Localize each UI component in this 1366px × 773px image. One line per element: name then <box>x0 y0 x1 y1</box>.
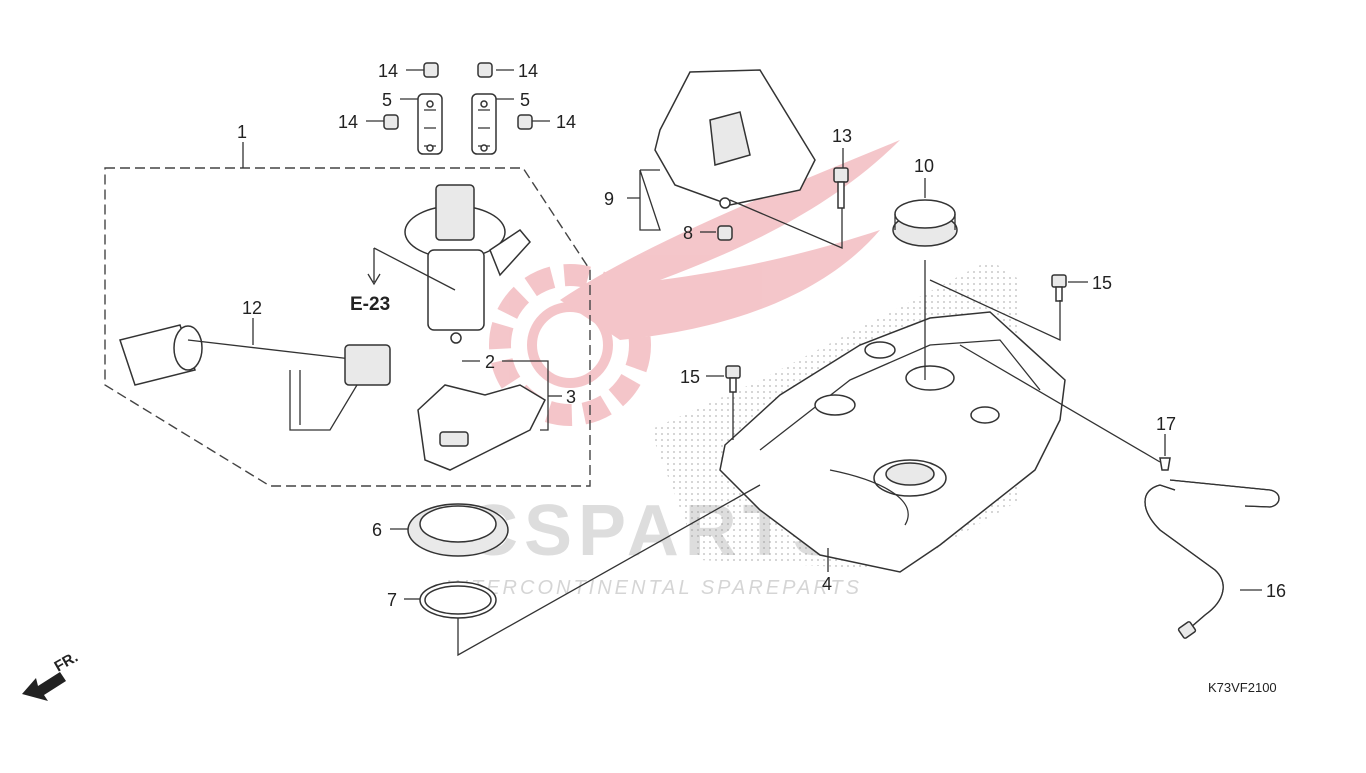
callout-14: 14 <box>338 112 358 132</box>
callout-14: 14 <box>518 61 538 81</box>
fuel-pump <box>404 184 531 344</box>
callout-3: 3 <box>566 387 576 407</box>
callout-4: 4 <box>822 574 832 594</box>
callout-16: 16 <box>1266 581 1286 601</box>
callout-2: 2 <box>485 352 495 372</box>
direction-label: FR. <box>52 649 81 676</box>
packing-ring <box>407 503 509 557</box>
bolt-icon <box>725 274 1067 393</box>
callout-14: 14 <box>378 61 398 81</box>
callout-5: 5 <box>520 90 530 110</box>
bolt-icon <box>833 167 849 209</box>
o-ring <box>419 581 497 619</box>
watermark-tagline: INTERCONTINENTAL SPAREPARTS <box>445 577 862 599</box>
fuel-tank-cover <box>654 69 816 209</box>
callout-7: 7 <box>387 590 397 610</box>
callouts: 14 14 14 14 5 5 1 12 2 3 6 7 9 8 13 10 1… <box>237 61 1286 610</box>
callout-13: 13 <box>832 126 852 146</box>
leader-lines <box>242 69 1262 657</box>
fuel-filter <box>417 384 546 471</box>
callout-17: 17 <box>1156 414 1176 434</box>
reference-label: E-23 <box>350 294 390 315</box>
hose-clip-icon <box>1159 457 1171 471</box>
bracket-right <box>471 93 497 155</box>
fuel-level-sender <box>119 324 391 431</box>
callout-8: 8 <box>683 223 693 243</box>
fuel-cap <box>892 199 958 247</box>
callout-9: 9 <box>604 189 614 209</box>
nut-icon <box>717 225 733 241</box>
callout-15: 15 <box>1092 273 1112 293</box>
reference-arrow <box>367 248 381 286</box>
nut-icon <box>383 62 533 130</box>
callout-5: 5 <box>382 90 392 110</box>
direction-arrow-icon <box>22 672 66 701</box>
diagram-code: K73VF2100 <box>1208 680 1277 695</box>
callout-10: 10 <box>914 156 934 176</box>
callout-12: 12 <box>242 298 262 318</box>
callout-14: 14 <box>556 112 576 132</box>
callout-1: 1 <box>237 122 247 142</box>
bracket-left <box>417 93 443 155</box>
fuel-tank <box>719 311 1066 573</box>
callout-15: 15 <box>680 367 700 387</box>
callout-6: 6 <box>372 520 382 540</box>
assembly-frame-1 <box>104 167 591 487</box>
fuel-hose <box>1144 479 1280 639</box>
